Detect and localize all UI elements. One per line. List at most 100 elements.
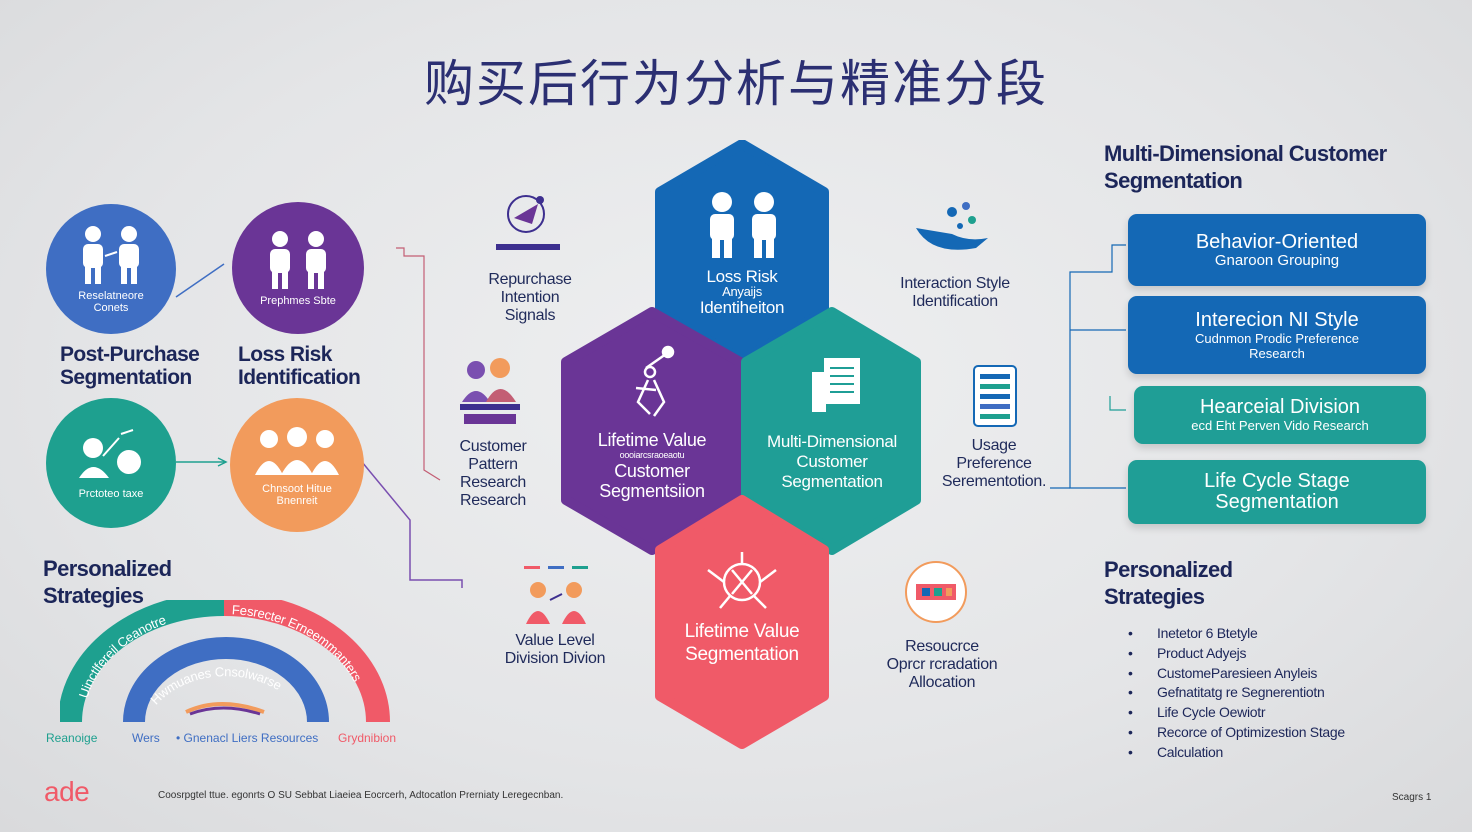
- segment-box-interaction: Interecion NI Style Cudnmon Prodic Prefe…: [1128, 296, 1426, 374]
- handshake-icon: [79, 429, 141, 478]
- segment-box-title: Life Cycle Stage: [1204, 470, 1350, 492]
- segment-box-lifecycle: Life Cycle Stage Segmentation: [1128, 460, 1426, 524]
- value-level-line2: Division Divion: [504, 650, 606, 667]
- hex-left-line3: Customer: [614, 461, 690, 481]
- circle-reselatneore: Reselatneore Conets: [46, 204, 176, 334]
- customer-pattern-label: Customer Pattern Research Research: [434, 438, 552, 510]
- page-title: 购买后行为分析与精准分段: [424, 55, 1048, 113]
- value-level-label: Value Level Division Divion: [490, 632, 620, 668]
- right-segmentation-heading: Multi-Dimensional Customer Segmentation: [1104, 140, 1387, 194]
- loss-risk-line1: Loss Risk: [238, 343, 332, 366]
- left-personalized-line2: Strategies: [43, 583, 144, 608]
- post-purchase-line2: Segmentation: [60, 366, 192, 389]
- hex-figure-icon: [635, 345, 675, 417]
- bullet-item: CustomeParesieen Anyleis: [1128, 664, 1345, 684]
- customer-pattern-line3: Research: [459, 474, 527, 491]
- usage-preference-label: Usage Preference Serementotion.: [926, 437, 1062, 491]
- left-personalized-line1: Personalized: [43, 556, 172, 581]
- hex-network-icon: [707, 552, 777, 609]
- segment-box-sub: Segmentation: [1215, 491, 1339, 513]
- resource-allocation-line1: Resoucrce: [905, 638, 979, 655]
- repurchase-label: Repurchase Intention Signals: [470, 271, 590, 325]
- brand-logo: ade: [44, 776, 90, 808]
- customer-pattern-line4: Research: [459, 492, 527, 509]
- circle-prephmes: Prephmes Sbte: [232, 202, 364, 334]
- hex-top-line3: Identiheiton: [699, 298, 785, 317]
- hex-right-label: Multi-Dimensional Customer Segmentation: [746, 432, 918, 492]
- usage-preference-line3: Serementotion.: [941, 473, 1047, 490]
- repurchase-line3: Signals: [504, 307, 556, 324]
- left-personalized-heading: Personalized Strategies: [43, 555, 172, 609]
- bullet-item: Life Cycle Oewiotr: [1128, 703, 1345, 723]
- right-personalized-heading: Personalized Strategies: [1104, 556, 1233, 610]
- hex-bottom-line2: Segmentation: [685, 644, 799, 665]
- interaction-style-label: Interaction Style Identification: [880, 275, 1030, 311]
- page-number: Scagrs 1: [1392, 792, 1432, 803]
- strategy-arcs: Uinctlfereil Ceanotre Fesrecter Erneemma…: [60, 600, 390, 723]
- interaction-style-line2: Identification: [912, 293, 998, 310]
- hex-document-icon: [812, 358, 860, 412]
- customers-icon: [460, 358, 520, 424]
- circle-prctoteo: Prctoteo taxe: [46, 398, 176, 528]
- globe-plane-icon: [496, 195, 560, 250]
- bullet-item: Recorce of Optimizestion Stage: [1128, 723, 1345, 743]
- value-people-icon: [524, 566, 588, 624]
- resource-allocation-line3: Allocation: [908, 674, 976, 691]
- segment-box-sub: ecd Eht Perven Vido Research: [1191, 418, 1369, 433]
- bullet-item: Calculation: [1128, 743, 1345, 763]
- post-purchase-line1: Post-Purchase: [60, 343, 200, 366]
- customer-pattern-line1: Customer: [459, 438, 527, 455]
- hex-right-line1: Multi-Dimensional: [767, 432, 897, 451]
- hex-lifetime-value-segmentation: [655, 495, 829, 749]
- arc-label-reanoige: Reanoige: [46, 731, 98, 745]
- resource-allocation-line2: Oprcr rcradation: [886, 656, 998, 673]
- hex-left-line2: oooiarcsraoeaotu: [619, 450, 685, 460]
- hand-interaction-icon: [916, 202, 988, 250]
- hex-multi-dimensional: [741, 307, 921, 555]
- hex-right-line2: Customer: [796, 452, 868, 471]
- hex-bottom-line1: Lifetime Value: [684, 621, 800, 642]
- circle-chnsoot: Chnsoot Hitue Bnenreit: [230, 398, 364, 532]
- hex-left-line4: Segmentsiion: [599, 481, 705, 501]
- hex-top-label: Loss Risk Anyaijs Identiheiton: [660, 268, 824, 316]
- segment-box-behavior: Behavior-Oriented Gnaroon Grouping: [1128, 214, 1426, 286]
- arc-label-wers: Wers: [132, 731, 160, 745]
- arc-label-grydnibion: Grydnibion: [338, 731, 397, 745]
- circle-label: Chnsoot Hitue Bnenreit: [262, 483, 332, 507]
- circle-label: Reselatneore Conets: [78, 290, 144, 314]
- document-chart-icon: [973, 365, 1017, 427]
- segment-box-sub: Gnaroon Grouping: [1214, 252, 1340, 269]
- strategy-bullet-list: Inetetor 6 Btetyle Product Adyejs Custom…: [1128, 624, 1345, 763]
- group-icon: [255, 427, 339, 475]
- people-icon: [83, 226, 139, 284]
- brand-logo-text: ade: [44, 776, 90, 807]
- right-heading-line2: Segmentation: [1104, 168, 1243, 193]
- loss-risk-line2: Identification: [238, 366, 361, 389]
- segment-box-title: Interecion NI Style: [1195, 308, 1359, 331]
- hex-lifetime-value-customer: [561, 307, 745, 555]
- bullet-item: Product Adyejs: [1128, 644, 1345, 664]
- segment-box-hearceial: Hearceial Division ecd Eht Perven Vido R…: [1134, 386, 1426, 444]
- hexagon-cluster: [561, 140, 921, 749]
- usage-preference-line2: Preference: [956, 455, 1032, 472]
- right-personalized-line2: Strategies: [1104, 584, 1205, 609]
- hex-people-icon: [710, 192, 776, 258]
- segment-box-sub: Cudnmon Prodic Preference Research: [1194, 330, 1360, 361]
- repurchase-line2: Intention: [500, 289, 560, 306]
- hex-top-line1: Loss Risk: [706, 267, 778, 286]
- usage-preference-line1: Usage: [971, 437, 1017, 454]
- circle-label: Prctoteo taxe: [78, 488, 144, 500]
- hex-left-line1: Lifetime Value: [597, 430, 707, 450]
- hex-left-label: Lifetime Value oooiarcsraoeaotu Customer…: [566, 430, 738, 501]
- right-heading-line1: Multi-Dimensional Customer: [1104, 141, 1387, 166]
- hex-right-line3: Segmentation: [781, 472, 883, 491]
- footer-copyright: Coosrpgtel ttue. egonrts O SU Sebbat Lia…: [158, 790, 564, 801]
- post-purchase-label: Post-Purchase Segmentation: [60, 343, 200, 389]
- right-personalized-line1: Personalized: [1104, 557, 1233, 582]
- people-icon: [270, 231, 326, 289]
- value-level-line1: Value Level: [515, 632, 595, 649]
- segment-box-title: Hearceial Division: [1199, 396, 1361, 418]
- bullet-item: Inetetor 6 Btetyle: [1128, 624, 1345, 644]
- resource-allocation-label: Resoucrce Oprcr rcradation Allocation: [872, 638, 1012, 692]
